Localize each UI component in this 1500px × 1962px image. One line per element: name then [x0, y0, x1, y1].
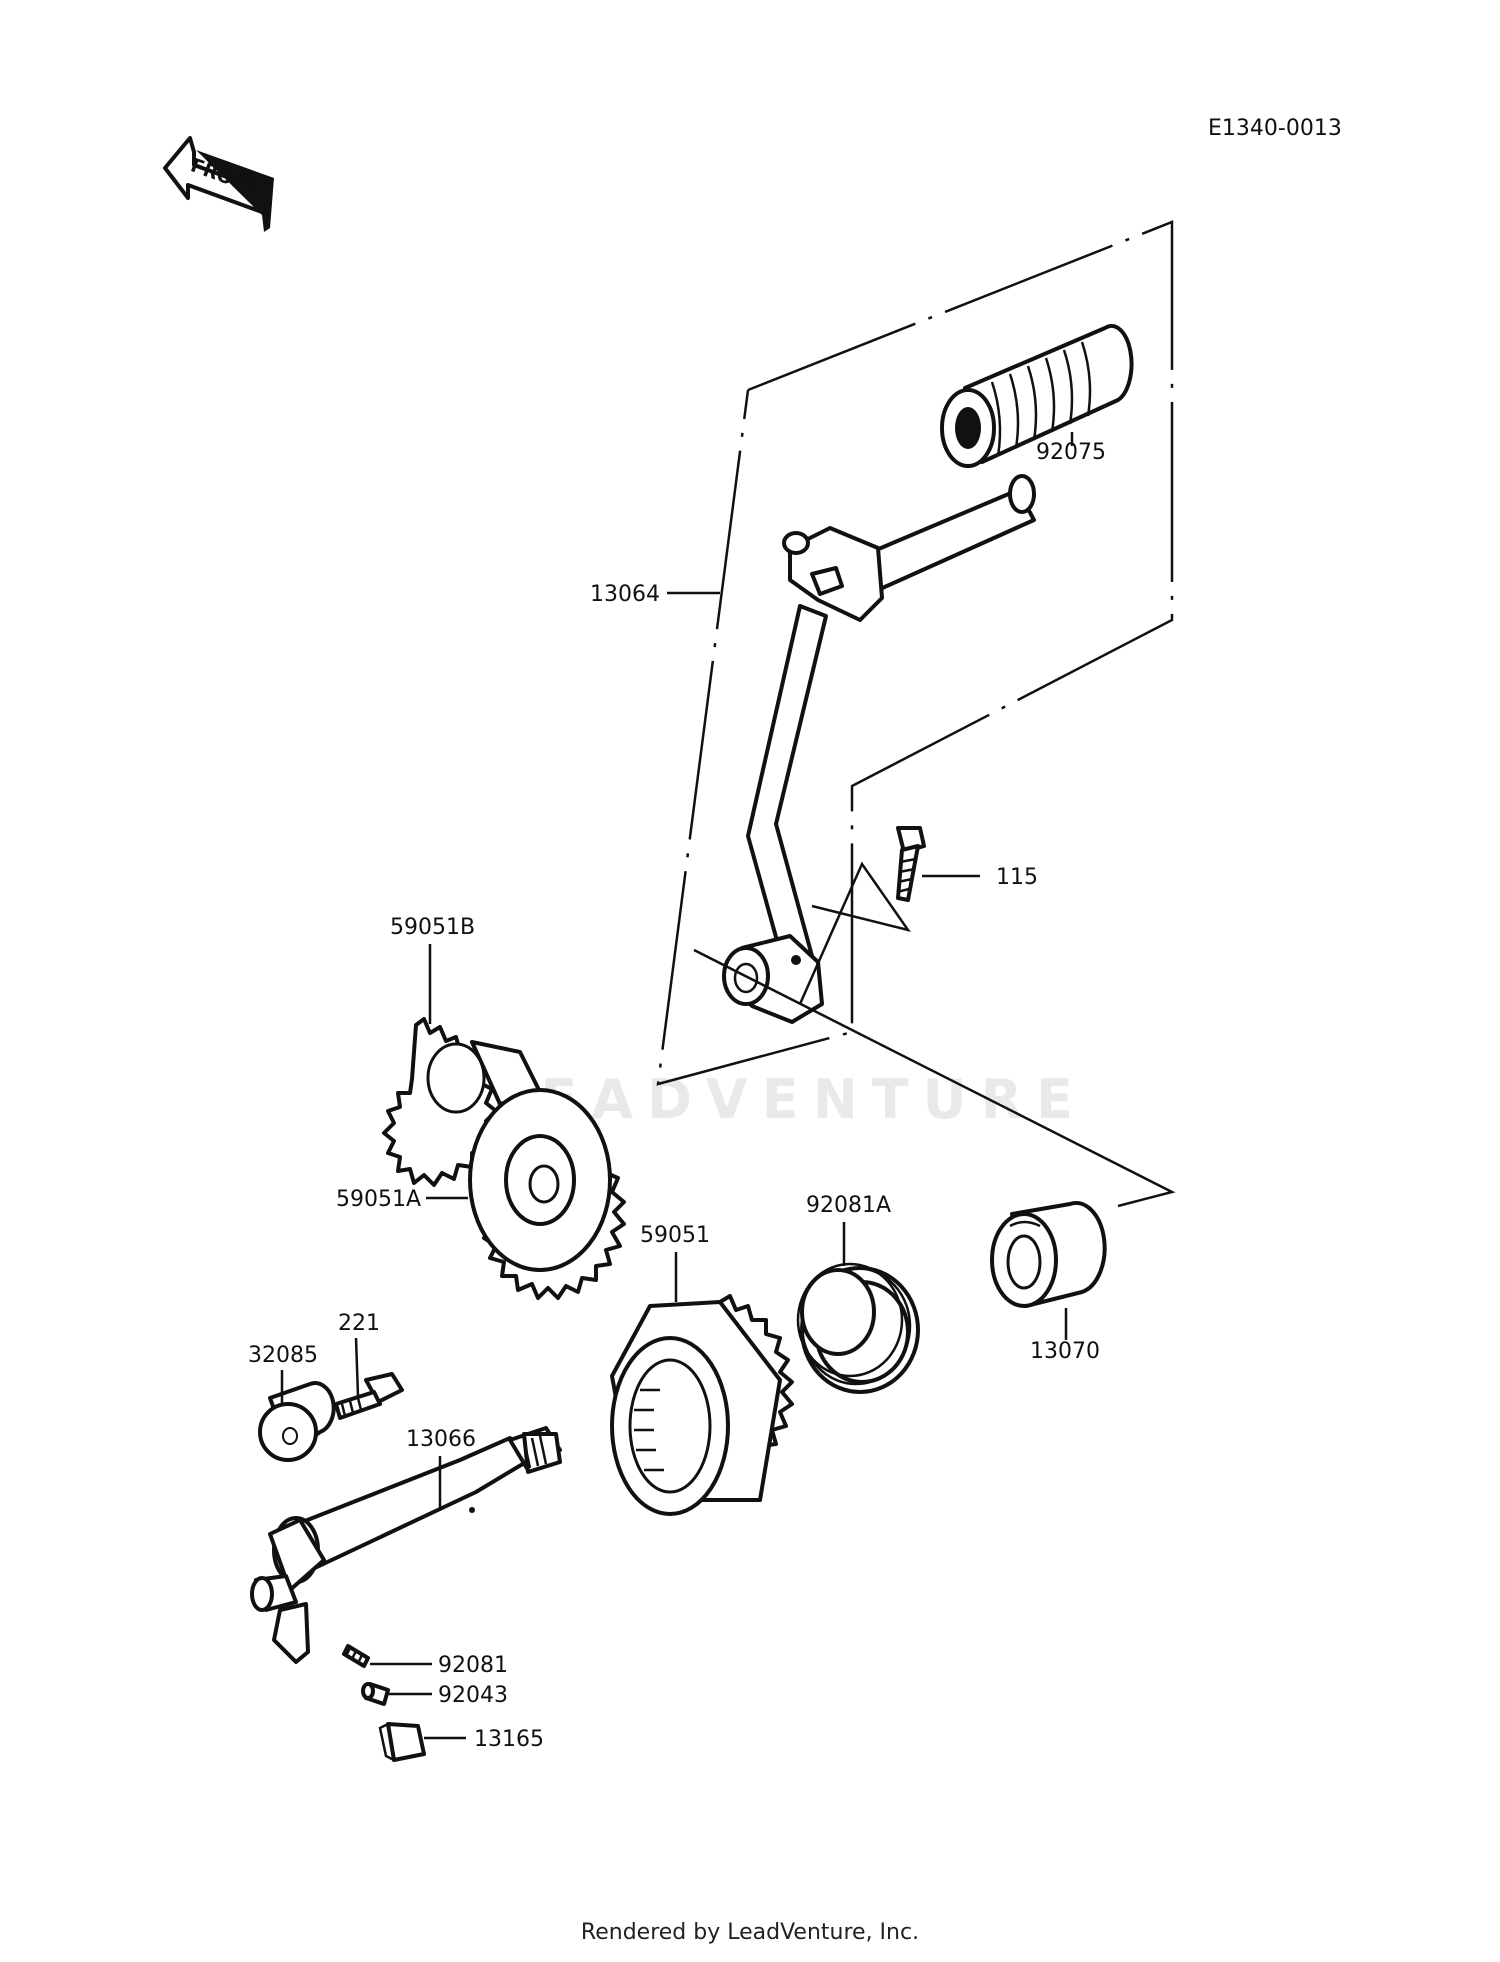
part-13070-collar — [990, 1201, 1107, 1308]
label-13064: 13064 — [590, 582, 660, 607]
part-59051-gear — [610, 1294, 794, 1516]
part-13064-kick-pedal — [722, 474, 1036, 1024]
footer-credit: Rendered by LeadVenture, Inc. — [580, 1920, 920, 1945]
part-221-bolt — [334, 1372, 404, 1420]
diagram-code: E1340-0013 — [1208, 116, 1342, 141]
label-221: 221 — [338, 1311, 380, 1336]
label-92043: 92043 — [438, 1683, 508, 1708]
leader-lines — [280, 432, 1074, 1740]
label-59051A: 59051A — [336, 1187, 421, 1212]
label-92081A: 92081A — [806, 1193, 891, 1218]
label-13070: 13070 — [1030, 1339, 1100, 1364]
label-92081: 92081 — [438, 1653, 508, 1678]
label-59051B: 59051B — [390, 915, 475, 940]
part-13165-block — [378, 1722, 426, 1762]
group-outline — [656, 220, 1174, 1086]
part-92075-grip — [940, 324, 1134, 468]
part-92081-spring — [342, 1644, 370, 1668]
part-115-bolt — [896, 826, 926, 902]
part-92043-pin — [361, 1682, 390, 1706]
part-13066-shaft — [250, 1426, 562, 1664]
label-32085: 32085 — [248, 1343, 318, 1368]
part-32085-collar — [258, 1381, 336, 1462]
part-92081A-spring — [796, 1262, 920, 1394]
label-13165: 13165 — [474, 1727, 544, 1752]
label-115: 115 — [996, 865, 1038, 890]
label-13066: 13066 — [406, 1427, 476, 1452]
part-59051A-gear — [468, 1088, 626, 1300]
label-92075: 92075 — [1036, 440, 1106, 465]
front-arrow-icon: FRONT — [163, 136, 274, 232]
label-59051: 59051 — [640, 1223, 710, 1248]
